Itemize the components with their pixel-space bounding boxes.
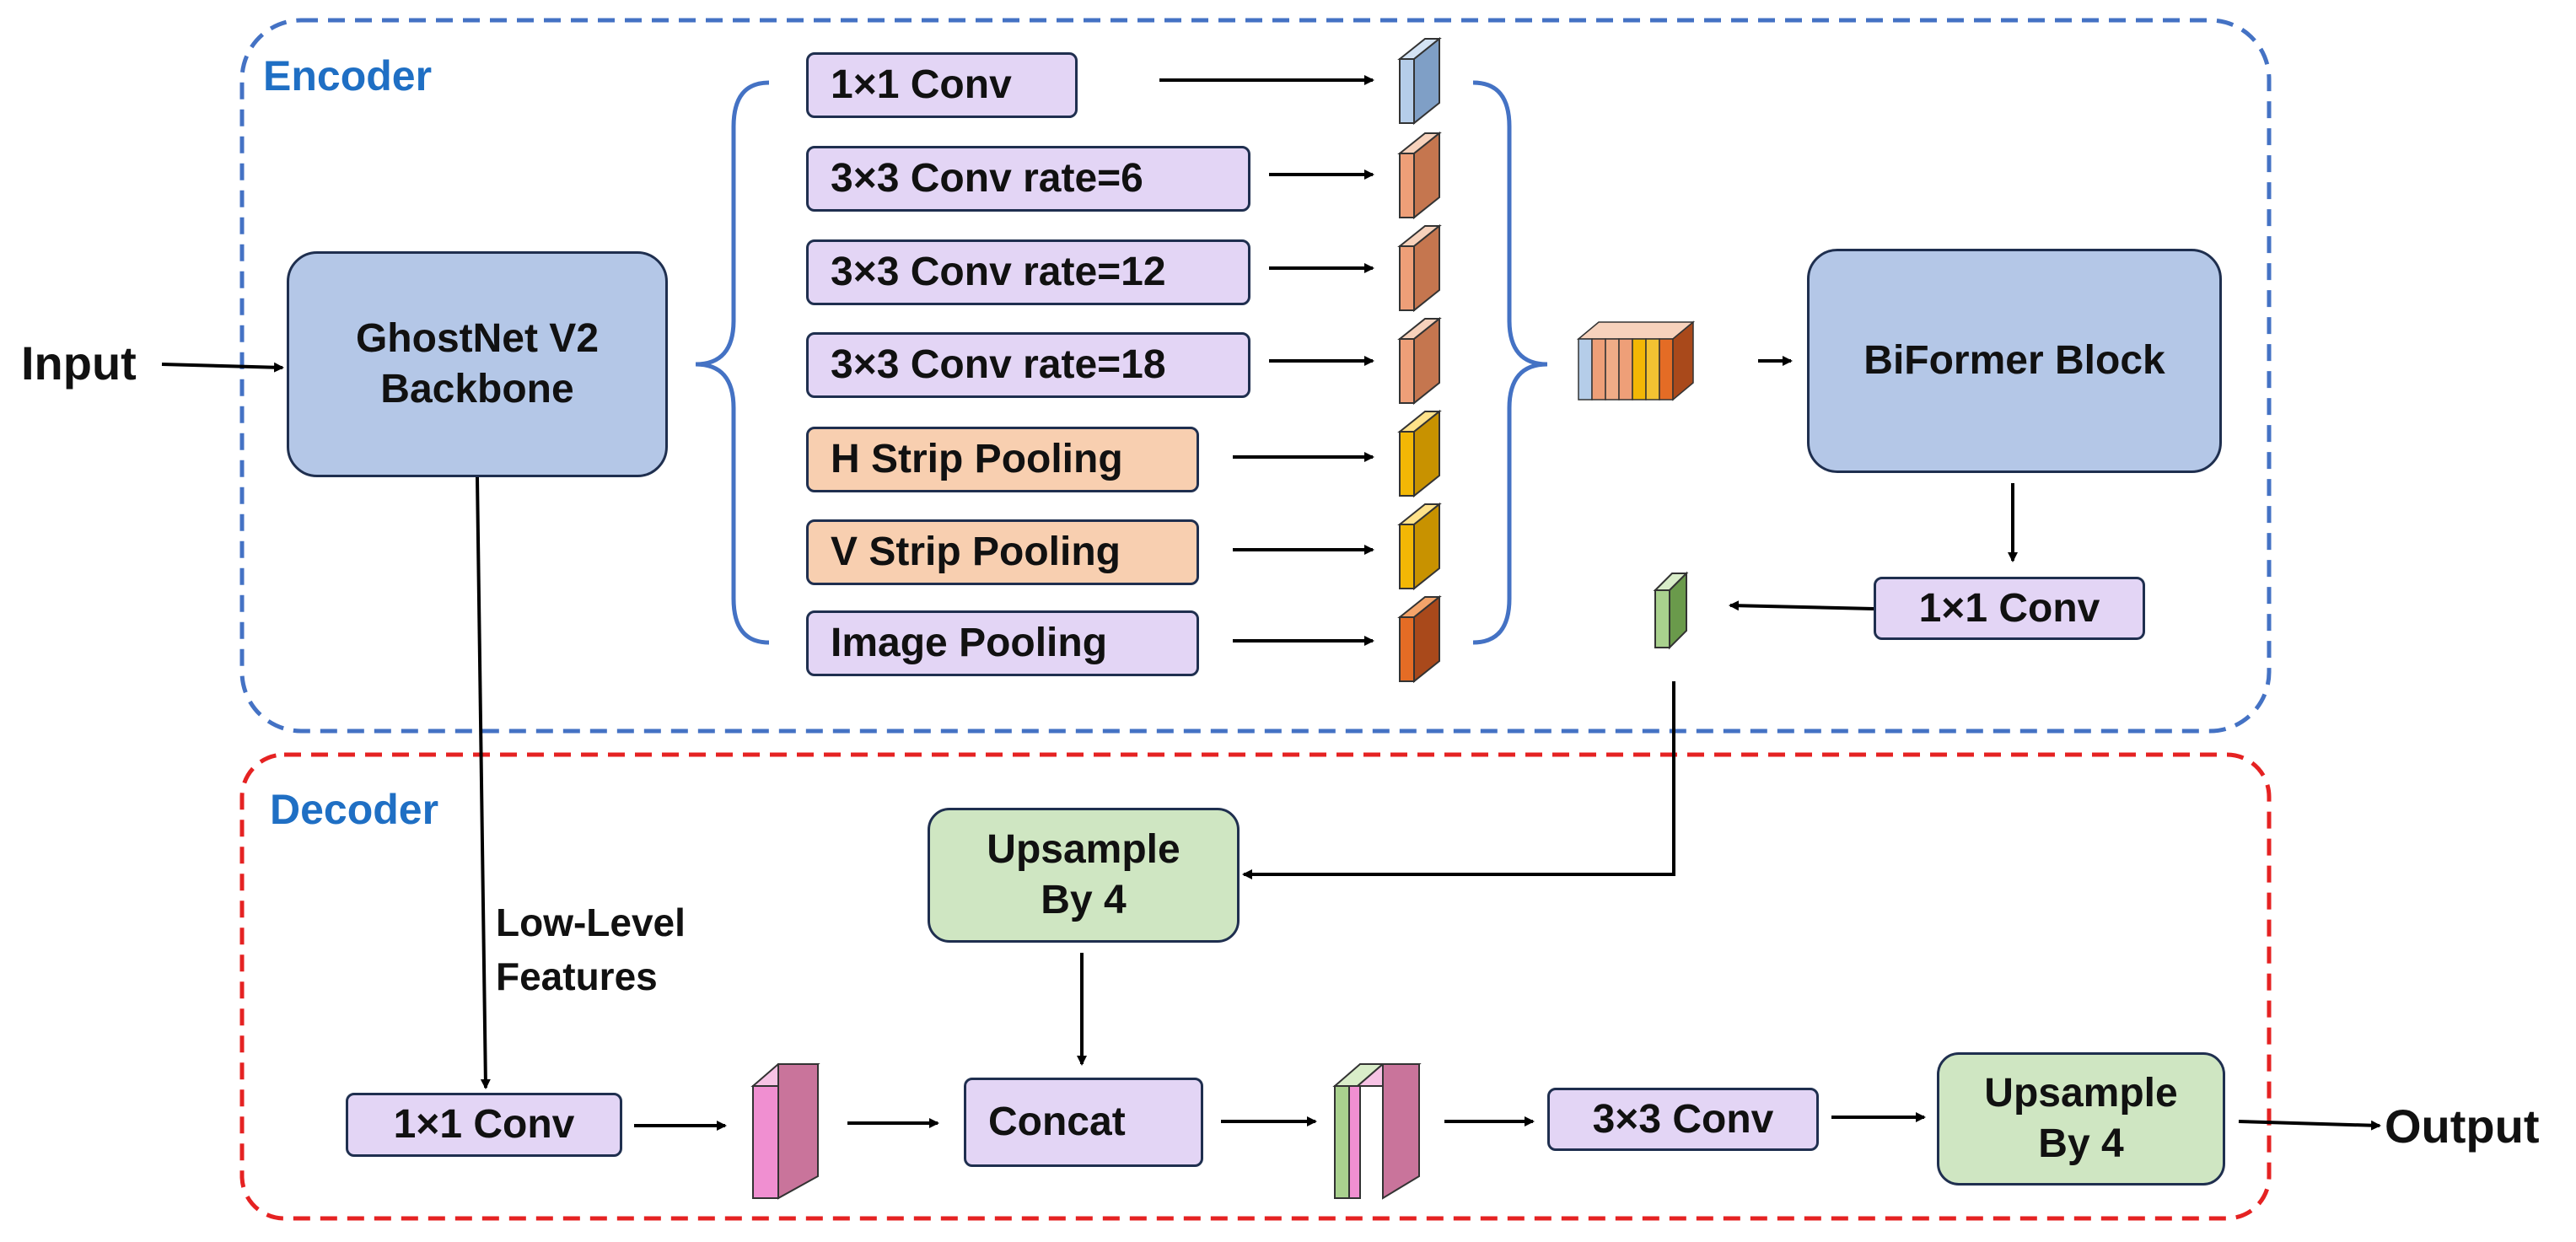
feature-map-1x1 <box>1397 36 1442 126</box>
left-brace <box>695 80 770 645</box>
arrow-input <box>161 362 284 373</box>
branch-h-strip-pooling: H Strip Pooling <box>806 427 1199 492</box>
feature-map-v-strip <box>1397 502 1442 591</box>
arrow-low-level <box>476 476 491 1089</box>
input-label: Input <box>21 336 137 390</box>
backbone-line2: Backbone <box>380 367 574 411</box>
decoder-1x1-conv: 1×1 Conv <box>346 1093 622 1157</box>
post-biformer-conv: 1×1 Conv <box>1874 577 2145 640</box>
arrow-to-output <box>2238 1120 2381 1131</box>
feature-map-rate6 <box>1397 131 1442 220</box>
upsample-by-4-out: Upsample By 4 <box>1937 1052 2225 1186</box>
decoder-title: Decoder <box>270 786 439 833</box>
biformer-block: BiFormer Block <box>1807 249 2222 473</box>
branch-1x1-conv: 1×1 Conv <box>806 52 1078 118</box>
arrow-encoder-to-decoder <box>1242 681 1675 879</box>
low-level-feature-map <box>750 1063 820 1200</box>
upsample-out-line2: By 4 <box>2038 1121 2124 1166</box>
encoder-title: Encoder <box>263 52 433 99</box>
low-level-line2: Features <box>496 954 658 999</box>
feature-map-h-strip <box>1397 409 1442 498</box>
upsample-mid-line2: By 4 <box>1041 878 1127 922</box>
concat-feature-map <box>1332 1063 1422 1200</box>
arrow-to-green-map <box>1729 600 1874 611</box>
low-level-line1: Low-Level <box>496 901 686 944</box>
concat-block: Concat <box>964 1078 1203 1167</box>
feature-map-rate18 <box>1397 316 1442 406</box>
connectors <box>161 75 2381 1131</box>
upsample-out-line1: Upsample <box>1984 1071 2178 1116</box>
branch-image-pooling: Image Pooling <box>806 610 1199 676</box>
right-brace <box>1472 80 1548 645</box>
branch-conv-rate-18: 3×3 Conv rate=18 <box>806 332 1250 398</box>
encoder-frame <box>239 18 2272 734</box>
concatenated-feature-stack <box>1576 320 1696 401</box>
encoder-output-map <box>1653 571 1689 650</box>
decoder-frame <box>239 752 2272 1221</box>
upsample-mid-line1: Upsample <box>987 827 1180 872</box>
branch-conv-rate-6: 3×3 Conv rate=6 <box>806 146 1250 212</box>
branch-v-strip-pooling: V Strip Pooling <box>806 519 1199 585</box>
feature-map-rate12 <box>1397 223 1442 313</box>
upsample-by-4-mid: Upsample By 4 <box>928 808 1240 943</box>
backbone-line1: GhostNet V2 <box>355 316 600 361</box>
branch-feature-maps <box>1397 36 1442 684</box>
branch-conv-rate-12: 3×3 Conv rate=12 <box>806 239 1250 305</box>
backbone-block: GhostNet V2 Backbone <box>287 251 668 477</box>
feature-map-image-pool <box>1397 594 1442 684</box>
decoder-3x3-conv: 3×3 Conv <box>1547 1088 1819 1151</box>
low-level-features-label: Low-Level Features <box>496 895 686 1004</box>
output-label: Output <box>2385 1100 2540 1153</box>
